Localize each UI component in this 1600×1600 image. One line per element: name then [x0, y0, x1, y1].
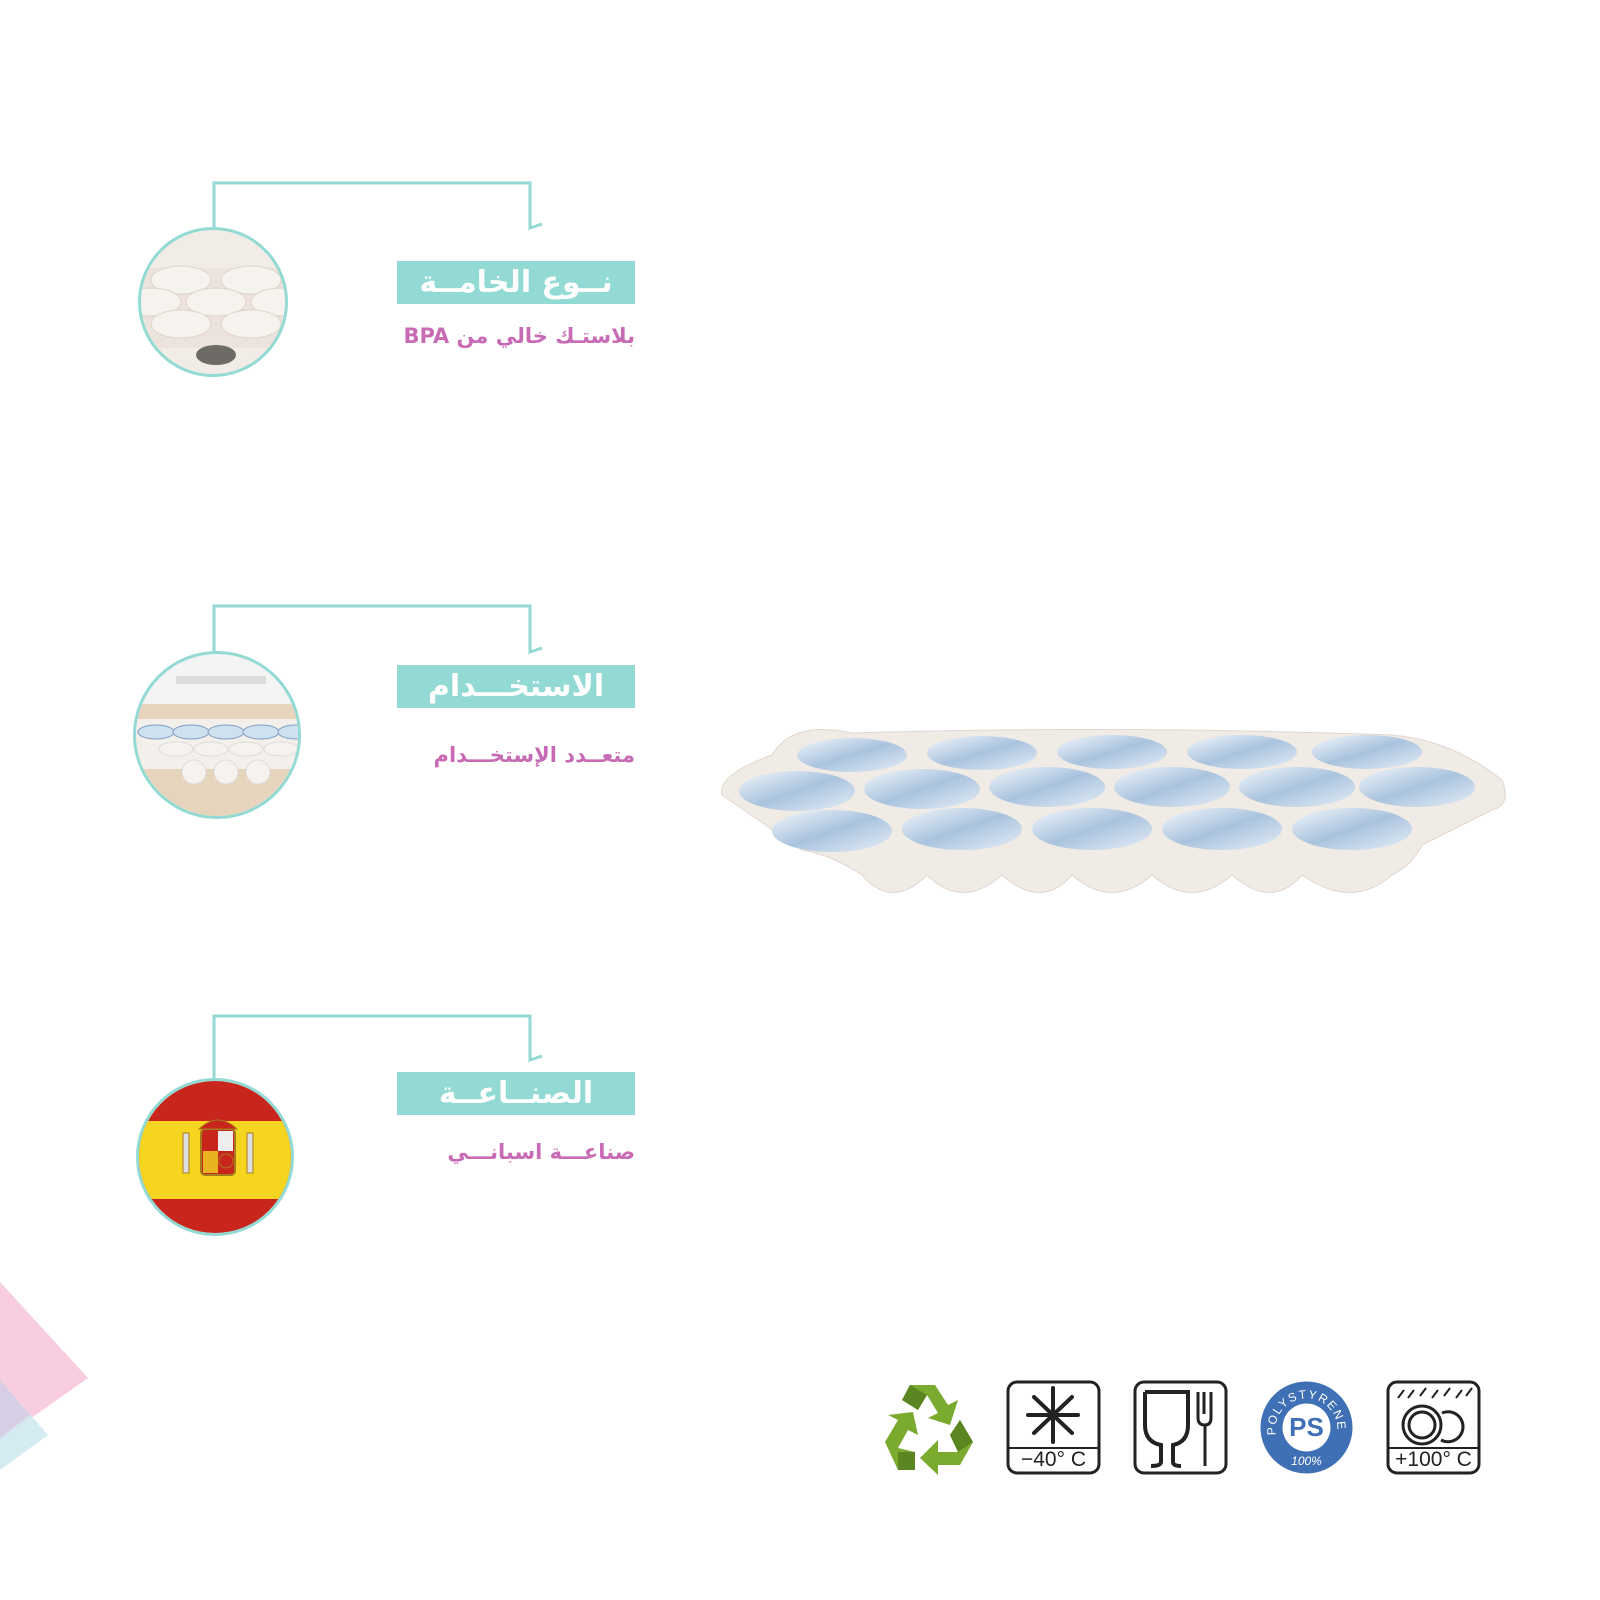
- snowflake-icon: [1006, 1380, 1101, 1475]
- decor-triangle-pink: [0, 1282, 88, 1440]
- usage-image: [133, 651, 301, 819]
- spain-flag-image: [136, 1078, 294, 1236]
- feature-title-origin: الصنــاعــة: [397, 1072, 635, 1115]
- ps-code: PS: [1289, 1412, 1324, 1442]
- dishwasher-icon: [1386, 1380, 1481, 1475]
- feature-value-origin: صناعـــة اسبانـــي: [447, 1140, 635, 1164]
- feature-value-material: بلاستـك خالي من BPA: [403, 324, 635, 348]
- freezer-safe-badge: −40° C: [1006, 1380, 1101, 1475]
- ps-percent: 100%: [1291, 1454, 1322, 1468]
- material-image: [138, 227, 288, 377]
- food-safe-icon: [1133, 1380, 1228, 1475]
- feature-title-material: نــوع الخامــة: [397, 261, 635, 304]
- feature-title-usage: الاستخـــدام: [397, 665, 635, 708]
- ice-tray-product-image: [721, 728, 1506, 893]
- polystyrene-badge: POLYSTYRENE PS 100%: [1259, 1380, 1354, 1475]
- coat-of-arms-icon: [182, 1119, 254, 1176]
- dishwasher-temp-label: +100° C: [1395, 1448, 1472, 1471]
- dishwasher-safe-badge: +100° C: [1386, 1380, 1481, 1475]
- feature-value-usage: متعــدد الإستخـــدام: [433, 743, 635, 767]
- freezer-temp-label: −40° C: [1020, 1448, 1087, 1471]
- recycle-icon: [885, 1385, 973, 1475]
